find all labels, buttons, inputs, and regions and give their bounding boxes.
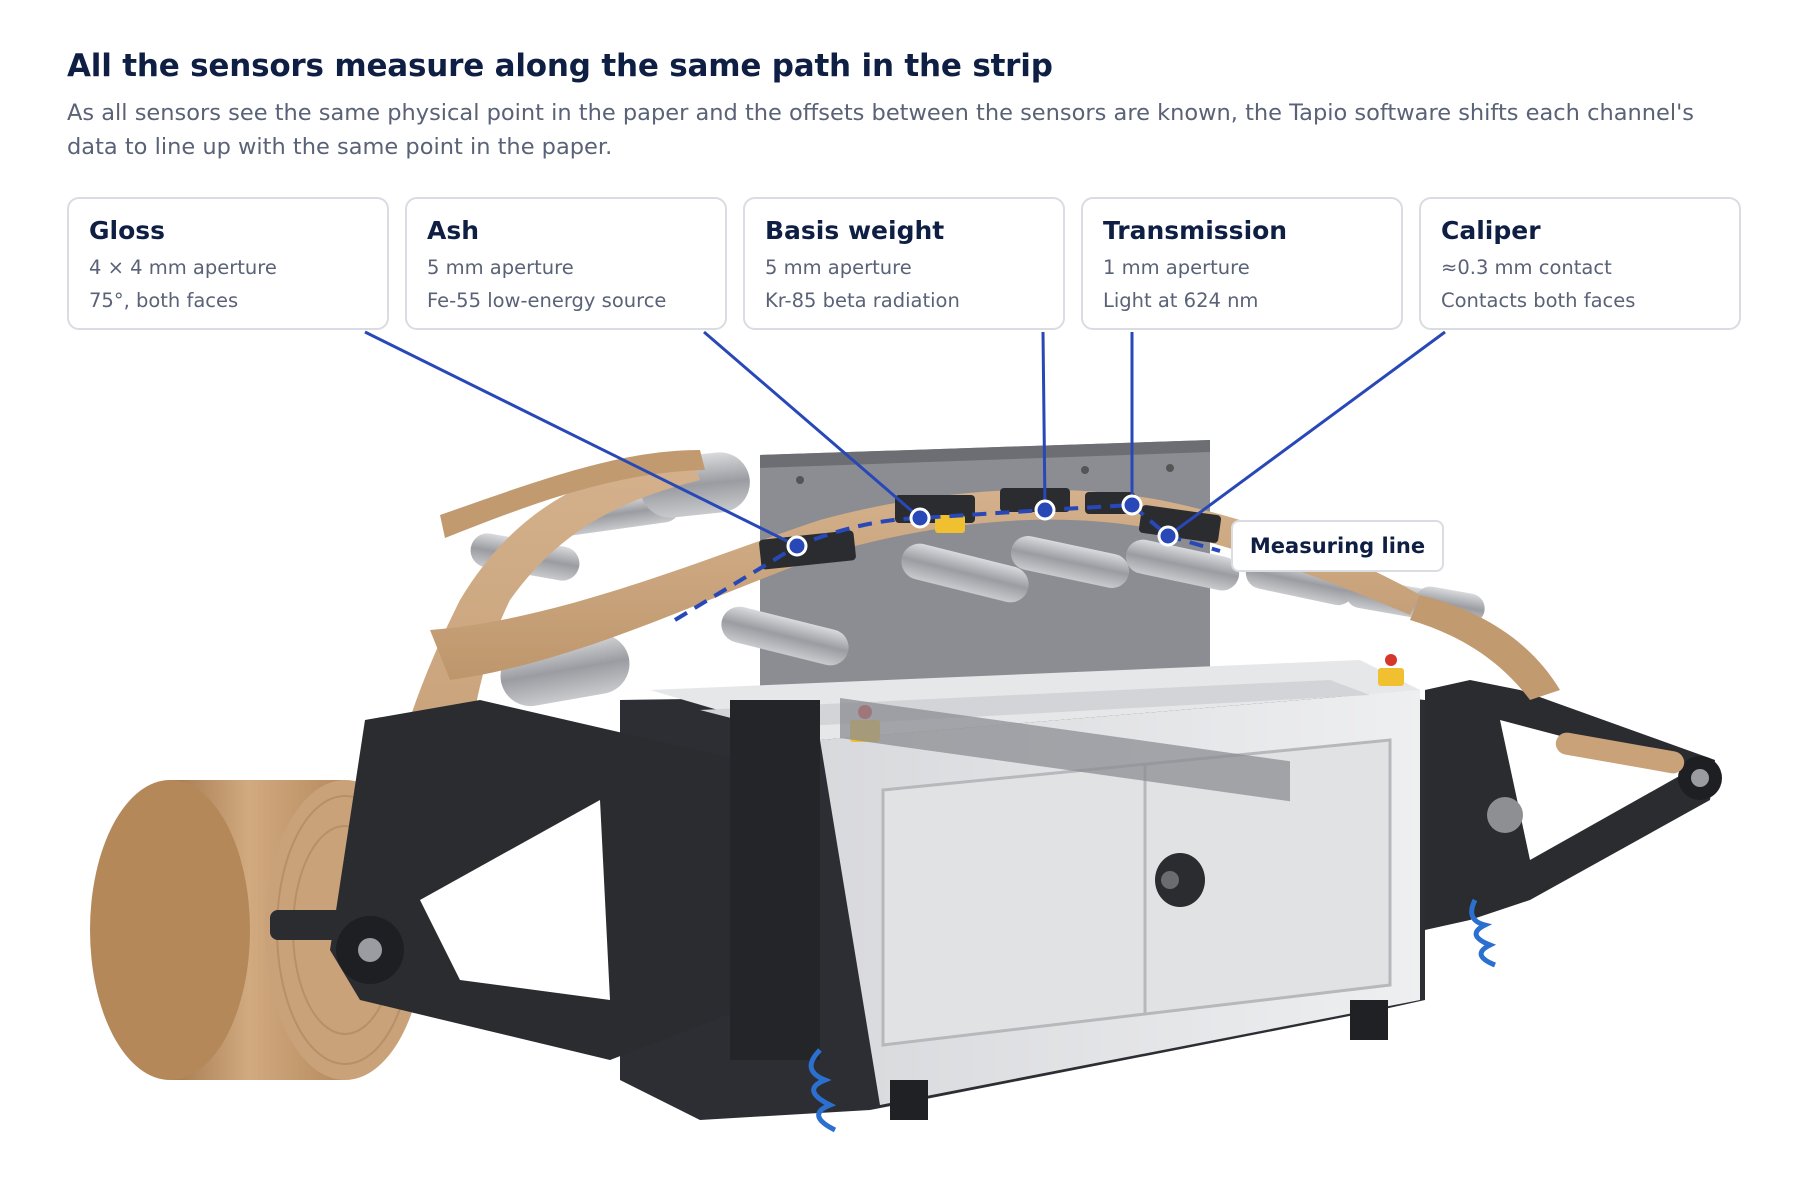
page-title: All the sensors measure along the same p…: [67, 48, 1053, 84]
ash-point: [909, 507, 931, 529]
sensor-card-aperture: ≈0.3 mm contact: [1441, 256, 1612, 279]
caliper-point: [1157, 525, 1179, 547]
sensor-card-aperture: 5 mm aperture: [765, 256, 912, 279]
sensor-card-aperture: 5 mm aperture: [427, 256, 574, 279]
measuring-line-label: Measuring line: [1231, 520, 1444, 572]
sensor-card-gloss: Gloss 4 × 4 mm aperture 75°, both faces: [67, 197, 389, 330]
sensor-card-title: Basis weight: [765, 216, 945, 245]
sensor-card-aperture: 4 × 4 mm aperture: [89, 256, 277, 279]
sensor-card-basis-weight: Basis weight 5 mm aperture Kr-85 beta ra…: [743, 197, 1065, 330]
sensor-card-title: Transmission: [1103, 216, 1288, 245]
sensor-card-transmission: Transmission 1 mm aperture Light at 624 …: [1081, 197, 1403, 330]
sensor-heads: [759, 488, 1222, 570]
sensor-card-title: Ash: [427, 216, 480, 245]
right-frame: [1425, 680, 1722, 968]
sensor-card-detail: Contacts both faces: [1441, 289, 1636, 312]
sensor-card-detail: Light at 624 nm: [1103, 289, 1259, 312]
transmission-point: [1121, 494, 1143, 516]
sensor-card-aperture: 1 mm aperture: [1103, 256, 1250, 279]
measuring-line: [673, 502, 1221, 622]
sensor-card-caliper: Caliper ≈0.3 mm contact Contacts both fa…: [1419, 197, 1741, 330]
gloss-point: [786, 535, 808, 557]
sensor-card-detail: Fe-55 low-energy source: [427, 289, 667, 312]
callout-lines: [364, 330, 1446, 548]
left-frame: [330, 700, 837, 1133]
sensor-card-title: Caliper: [1441, 216, 1541, 245]
sensor-card-title: Gloss: [89, 216, 166, 245]
sensor-card-detail: Kr-85 beta radiation: [765, 289, 960, 312]
basis-weight-point: [1034, 499, 1056, 521]
measurement-points: [786, 494, 1179, 557]
sensor-card-ash: Ash 5 mm aperture Fe-55 low-energy sourc…: [405, 197, 727, 330]
page-subtitle: As all sensors see the same physical poi…: [67, 100, 1695, 160]
sensor-card-detail: 75°, both faces: [89, 289, 239, 312]
